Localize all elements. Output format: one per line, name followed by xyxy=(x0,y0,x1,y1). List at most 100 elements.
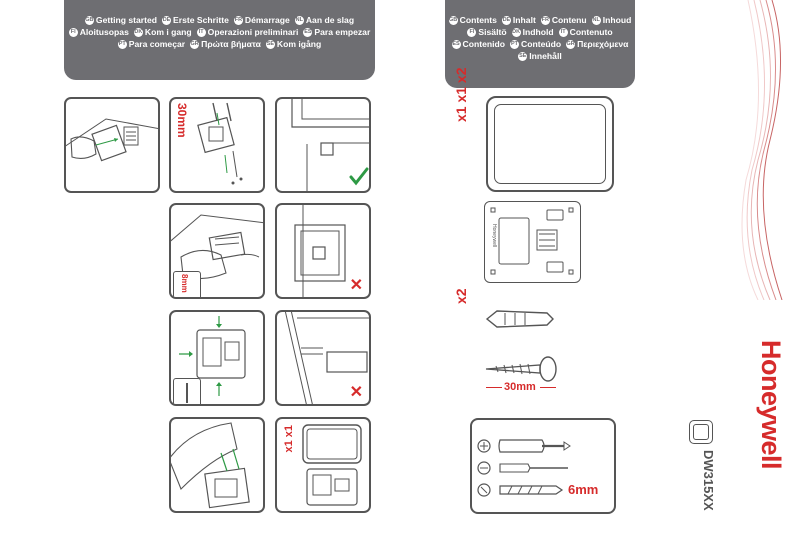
cross-icon: ✕ xyxy=(349,277,363,294)
sensor-brand-label: Honeywell xyxy=(491,224,497,248)
country-code-badge: IT xyxy=(196,27,206,37)
step-mounting-wrong-gap: ✕ xyxy=(275,310,371,406)
country-code-badge: DE xyxy=(501,15,511,25)
screw-length-dimension: 30mm xyxy=(486,381,556,395)
language-label: Démarrage xyxy=(244,15,290,25)
language-label: Kom i gang xyxy=(144,27,192,37)
wall-plug-quantity: x2 xyxy=(453,288,469,304)
language-label: Aloitusopas xyxy=(79,27,129,37)
country-code-badge: GB xyxy=(84,15,94,25)
screwdriver-callout xyxy=(173,378,201,404)
country-code-badge: FR xyxy=(233,15,243,25)
country-code-badge: ES xyxy=(451,39,461,49)
honeywell-logo: Honeywell xyxy=(756,340,786,470)
screw-icon xyxy=(485,356,557,382)
language-label: Contenido xyxy=(462,39,505,49)
step-accessories: x1 x1 xyxy=(275,417,371,513)
cover-plate xyxy=(486,96,614,192)
cross-icon: ✕ xyxy=(349,384,363,401)
country-code-badge: GR xyxy=(190,39,200,49)
language-label: Περιεχόμενα xyxy=(577,39,629,49)
country-code-badge: GR xyxy=(566,39,576,49)
step-insert-battery xyxy=(64,97,160,193)
language-label: Kom igång xyxy=(276,39,322,49)
language-label: Contenuto xyxy=(569,27,613,37)
country-code-badge: FI xyxy=(467,27,477,37)
country-code-badge: NL xyxy=(591,15,601,25)
step-door-frame-ok xyxy=(275,97,371,193)
country-code-badge: FR xyxy=(540,15,550,25)
language-label: Inhoud xyxy=(602,15,632,25)
step-wiring: 8mm xyxy=(169,203,265,299)
country-code-badge: DK xyxy=(133,27,143,37)
country-code-badge: GB xyxy=(448,15,458,25)
language-label: Sisältö xyxy=(478,27,507,37)
language-label: Innehåll xyxy=(529,51,562,61)
wall-plug-icon xyxy=(485,310,554,328)
language-label: Para empezar xyxy=(314,27,371,37)
country-code-badge: PT xyxy=(510,39,519,49)
step-mount-screws: 30mm xyxy=(169,97,265,193)
country-code-badge: SE xyxy=(518,51,528,61)
country-code-badge: SE xyxy=(265,39,275,49)
screw-length-label: 30mm xyxy=(504,381,536,393)
language-label: Erste Schritte xyxy=(173,15,229,25)
language-label: Aan de slag xyxy=(305,15,355,25)
sensor-unit: Honeywell xyxy=(484,201,581,283)
flat-screw-head-icon xyxy=(477,461,491,475)
model-number: DW315XX xyxy=(701,450,716,511)
language-label: Πρώτα βήματα xyxy=(201,39,261,49)
decorative-ribbon xyxy=(741,0,783,300)
step-mounting-wrong-position: ✕ xyxy=(275,203,371,299)
step-close-cover xyxy=(169,417,265,513)
language-label: Contents xyxy=(459,15,497,25)
language-label: Indhold xyxy=(522,27,554,37)
tools-box: 6mm xyxy=(470,418,616,514)
language-label: Getting started xyxy=(95,15,158,25)
country-code-badge: PT xyxy=(117,39,127,49)
drill-bit-icon xyxy=(477,483,491,497)
screw-distance-label: 30mm xyxy=(175,103,189,138)
drill-size-label: 6mm xyxy=(568,482,599,497)
country-code-badge: DE xyxy=(162,15,172,25)
country-code-badge: NL xyxy=(294,15,304,25)
wire-strip-length-label: 8mm xyxy=(180,274,189,293)
country-code-badge: DK xyxy=(511,27,521,37)
phillips-screw-head-icon xyxy=(477,439,491,453)
product-outline-icon xyxy=(689,420,713,444)
cover-quantity: x1 x1 x2 xyxy=(453,67,469,123)
language-label: Inhalt xyxy=(512,15,536,25)
language-label: Operazioni preliminari xyxy=(207,27,299,37)
